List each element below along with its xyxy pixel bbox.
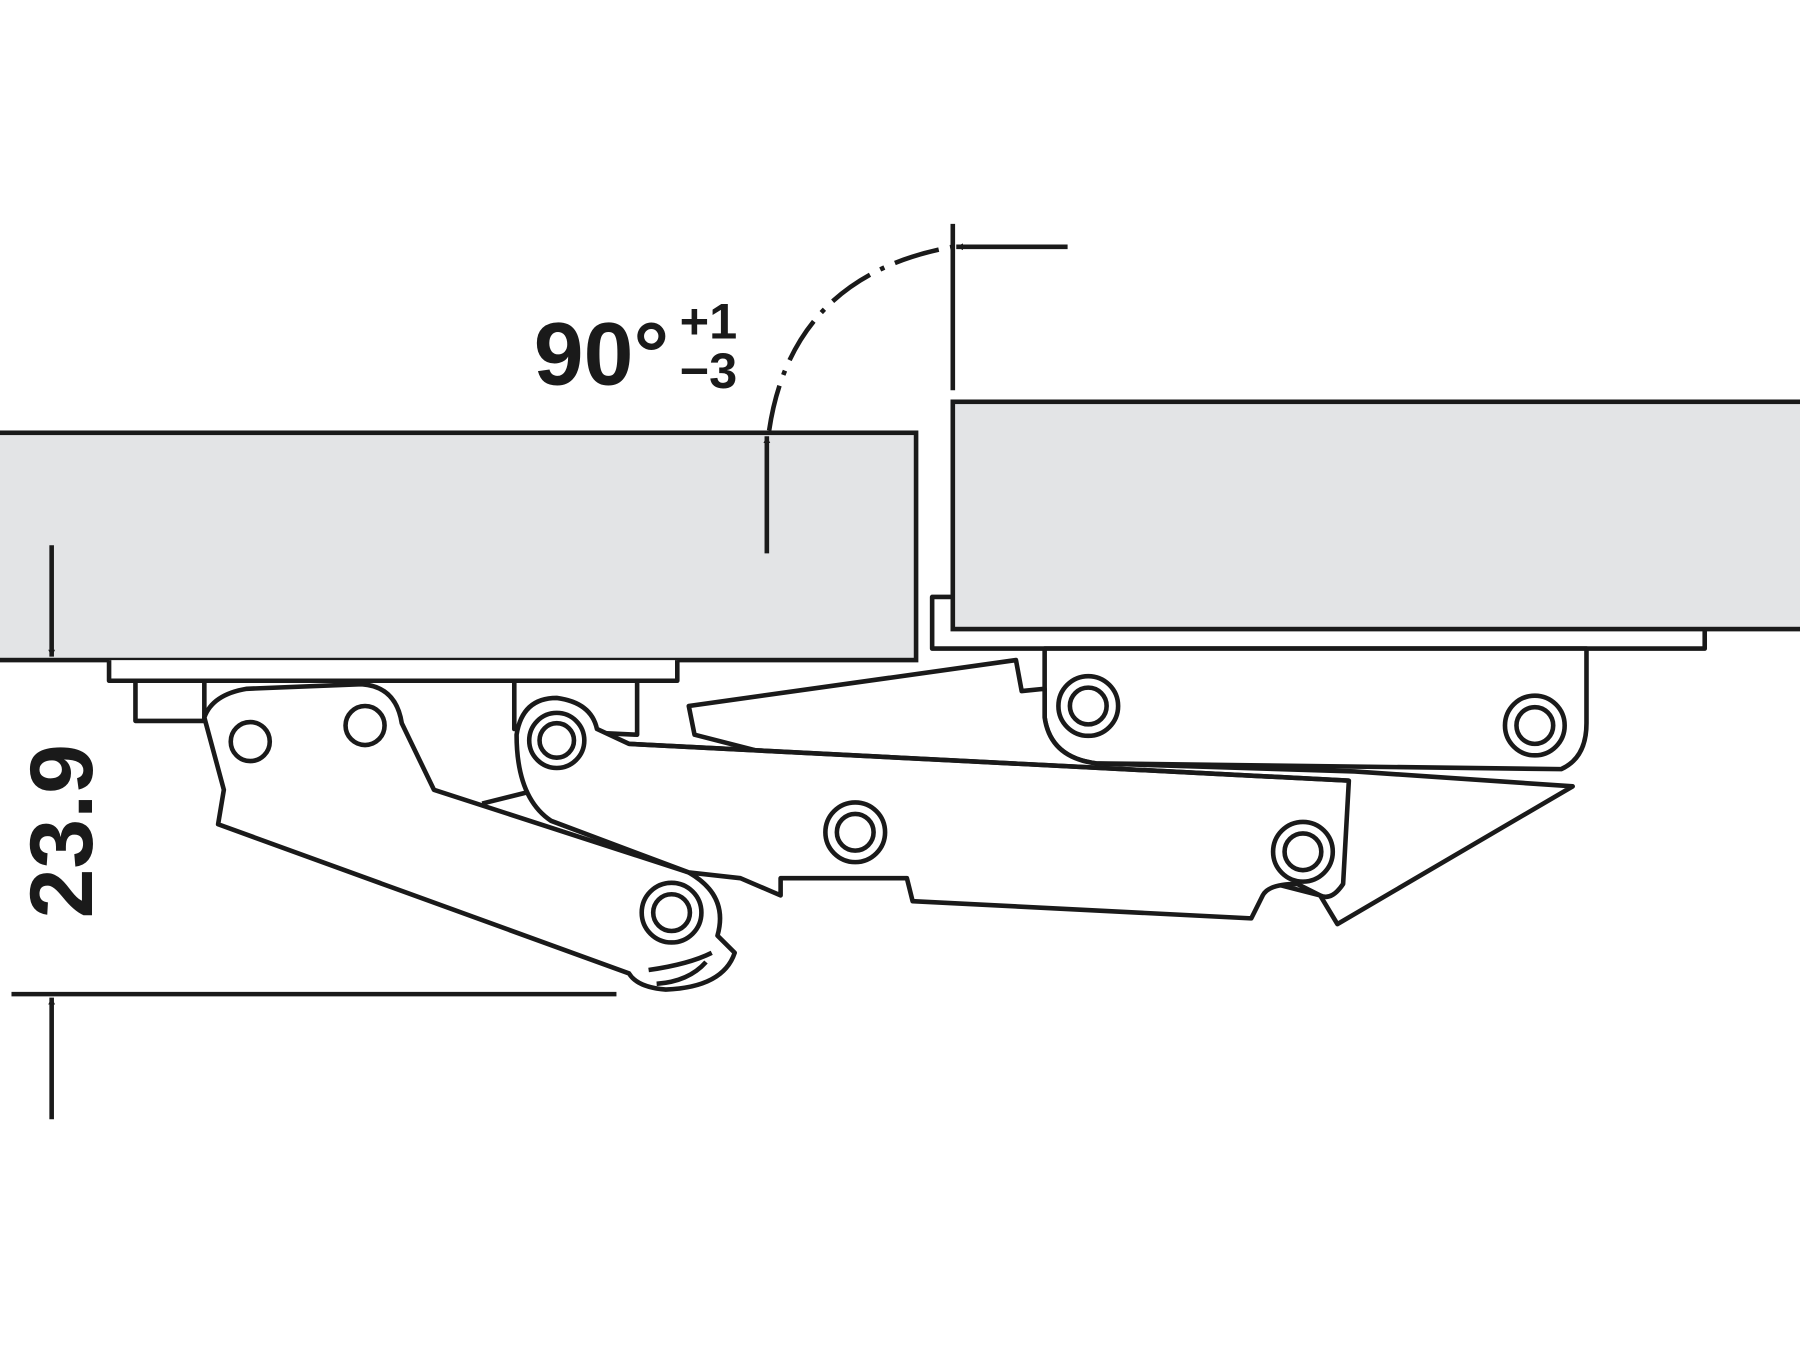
angle-label: 90° xyxy=(534,304,669,404)
door-cup xyxy=(1042,646,1589,772)
hinge-arm-middle xyxy=(514,695,1352,921)
arm-link-2 xyxy=(481,789,529,806)
angle-tolerance-plus: +1 xyxy=(680,293,738,350)
angle-tolerance-minus: −3 xyxy=(680,342,738,399)
door-panel xyxy=(950,399,1800,632)
door-edge-plate xyxy=(929,594,1708,651)
base-block xyxy=(133,678,207,724)
dimension-label: 23.9 xyxy=(11,744,111,918)
hinge-arm-left xyxy=(202,681,737,992)
mounting-plate-left xyxy=(106,660,680,684)
pivot-pins xyxy=(228,673,1567,945)
cabinet-side-panel xyxy=(0,430,919,663)
hinge-tip xyxy=(648,950,713,987)
arm-link xyxy=(628,741,1349,783)
angle-arc xyxy=(766,244,954,431)
